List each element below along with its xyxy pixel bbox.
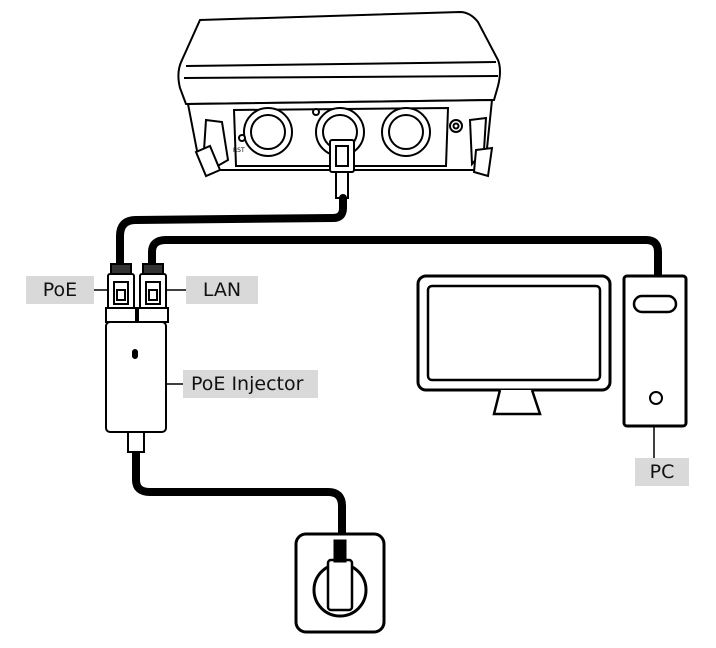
computer-monitor <box>416 274 612 416</box>
ap-rj45-plug <box>329 139 355 199</box>
access-point-device <box>177 10 501 178</box>
power-plug <box>326 558 354 612</box>
pc-drive-bay <box>632 294 678 314</box>
wall-outlet <box>294 532 386 634</box>
injector-led <box>132 349 138 359</box>
poe-injector-label: PoE Injector <box>183 370 318 398</box>
cable-lan-to-pc <box>148 236 662 280</box>
pc-power-button <box>649 391 663 405</box>
lan-label: LAN <box>186 276 258 304</box>
lan-rj45-plug <box>137 263 169 323</box>
access-point-lid <box>177 10 501 106</box>
pc-label: PC <box>635 458 689 486</box>
poe-injector <box>105 321 167 453</box>
monitor-stand <box>492 389 542 416</box>
poe-rj45-plug <box>105 263 137 323</box>
rst-label: RST <box>233 147 245 154</box>
cable-ap-to-poe <box>116 194 347 268</box>
cables <box>116 194 662 550</box>
pc-tower <box>622 274 688 428</box>
poe-label: PoE <box>26 276 94 304</box>
cable-injector-to-outlet <box>132 446 346 550</box>
